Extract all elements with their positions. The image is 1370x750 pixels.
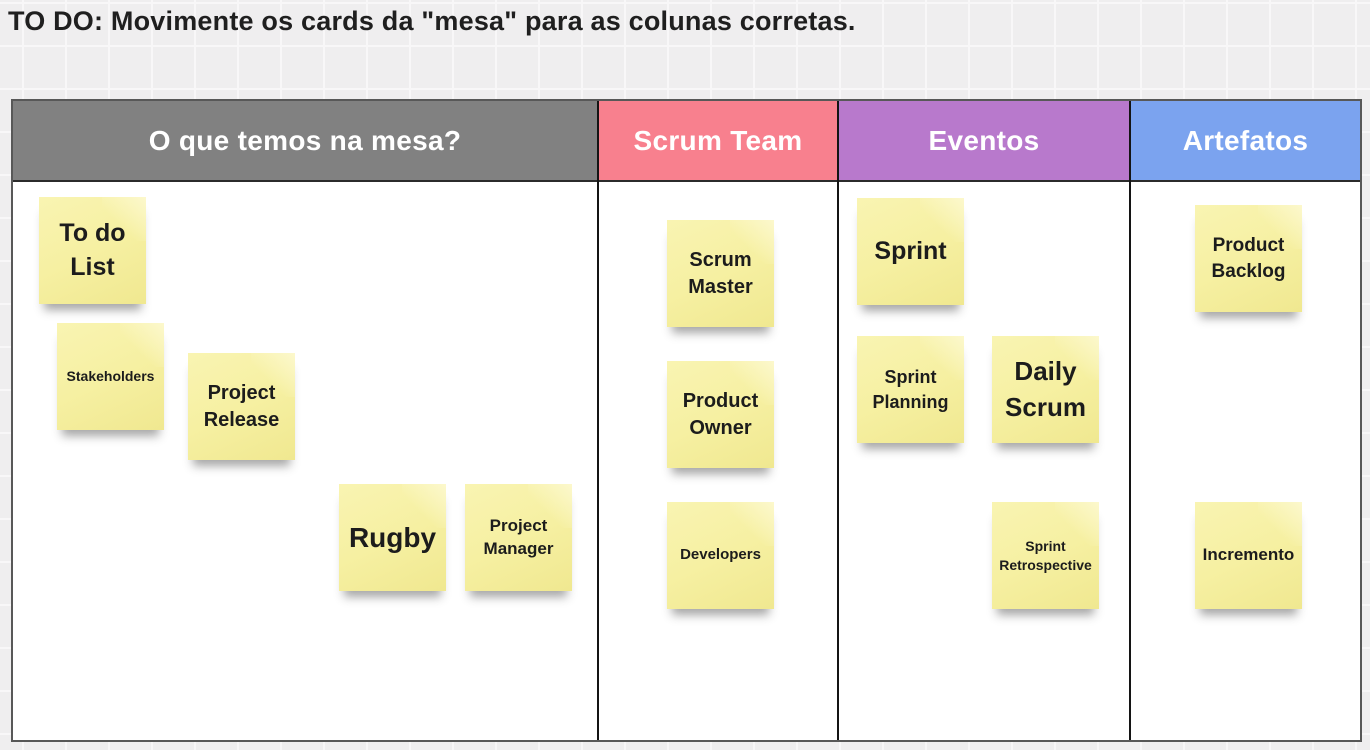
sticky-note-to-do-list[interactable]: To do List (39, 197, 146, 304)
sticky-note-rugby[interactable]: Rugby (339, 484, 446, 591)
board-instructions-title: TO DO: Movimente os cards da "mesa" para… (8, 6, 856, 36)
sticky-note-product-backlog[interactable]: Product Backlog (1195, 205, 1302, 312)
sticky-note-project-release[interactable]: Project Release (188, 353, 295, 460)
sticky-note-product-owner[interactable]: Product Owner (667, 361, 774, 468)
column-header-scrum-team: Scrum Team (599, 101, 837, 182)
column-artefatos: Artefatos (1131, 101, 1360, 740)
column-header-eventos: Eventos (839, 101, 1129, 182)
sticky-note-daily-scrum[interactable]: Daily Scrum (992, 336, 1099, 443)
sticky-note-developers[interactable]: Developers (667, 502, 774, 609)
column-header-artefatos: Artefatos (1131, 101, 1360, 182)
column-header-mesa: O que temos na mesa? (13, 101, 597, 182)
sticky-note-incremento[interactable]: Incremento (1195, 502, 1302, 609)
sticky-note-sprint-retrospective[interactable]: Sprint Retrospective (992, 502, 1099, 609)
sticky-note-scrum-master[interactable]: Scrum Master (667, 220, 774, 327)
sticky-note-project-manager[interactable]: Project Manager (465, 484, 572, 591)
sticky-note-sprint-planning[interactable]: Sprint Planning (857, 336, 964, 443)
sticky-note-stakeholders[interactable]: Stakeholders (57, 323, 164, 430)
sticky-note-sprint[interactable]: Sprint (857, 198, 964, 305)
